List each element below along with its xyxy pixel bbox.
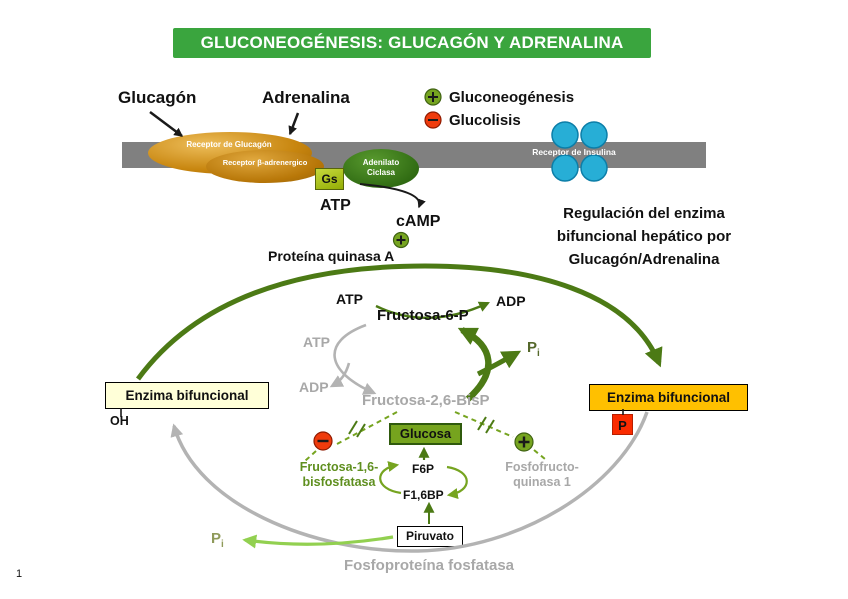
pfk2-adp-arrow: [329, 362, 351, 388]
piruvato-box: Piruvato: [397, 526, 463, 547]
break-mark-right-icon: [477, 416, 495, 434]
slide-title: GLUCONEOGÉNESIS: GLUCAGÓN Y ADRENALINA: [173, 28, 651, 58]
adenilato-line2: Ciclasa: [366, 168, 396, 177]
page-number: 1: [16, 568, 23, 580]
pfk2-gray-arrow: [333, 323, 377, 395]
f6p-to-f16bp-loop-arrow: [446, 465, 468, 499]
regulation-note: Regulación del enzima bifuncional hepáti…: [528, 202, 760, 271]
f16bp-label: F1,6BP: [403, 488, 444, 502]
f16bp-to-f6p-loop-arrow: [379, 461, 402, 495]
pfk1-activation-dash-2: [533, 449, 546, 460]
f26bp-to-pi-arrow: [476, 350, 522, 377]
receptor-insulina-label: Receptor de Insulina: [532, 147, 616, 157]
glucagon-label: Glucagón: [118, 88, 197, 107]
adenilato-line1: Adenilato: [362, 158, 400, 167]
adrenalina-label: Adrenalina: [262, 88, 350, 107]
adrenalina-arrow: [288, 112, 300, 136]
bifunctional-enzyme-p-box: Enzima bifuncional: [589, 384, 748, 411]
gs-protein-box: Gs: [315, 168, 344, 190]
adp-dark-label: ADP: [496, 293, 526, 309]
pi-top-base: P: [527, 339, 538, 356]
beta-adrenergic-receptor-shape: [206, 150, 324, 183]
adp-gray-label: ADP: [299, 379, 329, 395]
atp-signaling-label: ATP: [320, 197, 351, 214]
f26bp-inhibition-dash: [336, 411, 398, 445]
phosphatase-return-arc: [170, 411, 649, 553]
fructosa26bp-label: Fructosa-2,6-BisP: [362, 392, 490, 409]
camp-plus-icon: [392, 231, 410, 249]
pfk1-line1: Fosfofructo-: [505, 460, 579, 474]
receptor-beta-label: Receptor β-adrenergico: [222, 158, 308, 167]
pi-release-arrow: [242, 534, 394, 549]
legend-plus-icon: [424, 88, 442, 106]
atp-adp-coupled-arrow: [375, 301, 490, 319]
pi-bottom-label: Pi: [211, 530, 224, 551]
pfk1-label: Fosfofructo- quinasa 1: [492, 460, 592, 490]
legend-gluconeogenesis-label: Gluconeogénesis: [449, 89, 575, 106]
note-line3: Glucagón/Adrenalina: [568, 251, 720, 268]
pi-bottom-sub: i: [221, 539, 224, 550]
receptor-glucagon-label: Receptor de Glucagón: [186, 140, 272, 149]
pfk1-activation-dash: [454, 411, 514, 438]
pfk1-line2: quinasa 1: [513, 475, 571, 489]
fbpasa-line1: Fructosa-1,6-: [299, 460, 379, 474]
pi-top-label: Pi: [527, 339, 540, 360]
f26bp-inhibition-dash-2: [304, 450, 317, 462]
pka-phosphorylation-arc: [135, 263, 663, 381]
note-line1: Regulación del enzima: [563, 205, 725, 222]
fructosa6p-label: Fructosa-6-P: [377, 307, 469, 324]
atp-gray-label: ATP: [303, 334, 330, 350]
legend-glucolisis-label: Glucolisis: [449, 112, 521, 129]
pi-top-sub: i: [537, 348, 540, 359]
adenylate-cyclase-shape: Adenilato Ciclasa: [343, 149, 419, 188]
fbpasa-line2: bisfosfatasa: [302, 475, 376, 489]
f26bp-to-f6p-arrow: [457, 327, 492, 402]
adenilato-camp-arrow: [359, 183, 426, 209]
note-line2: bifuncional hepático por: [556, 228, 732, 245]
pka-label: Proteína quinasa A: [268, 248, 395, 264]
pfk1-plus-icon: [514, 432, 534, 452]
fbpasa-label: Fructosa-1,6- bisfosfatasa: [283, 460, 395, 490]
legend-minus-icon: [424, 111, 442, 129]
glucagon-arrow: [149, 111, 184, 137]
pi-bottom-base: P: [211, 530, 222, 547]
bifunctional-enzyme-oh-box: Enzima bifuncional: [105, 382, 269, 409]
fbpase-minus-icon: [313, 431, 333, 451]
glucosa-box: Glucosa: [389, 423, 462, 445]
f6p-label: F6P: [412, 462, 435, 476]
fosfatasa-label: Fosfoproteína fosfatasa: [344, 557, 515, 574]
camp-label: cAMP: [396, 213, 441, 230]
oh-label: OH: [110, 414, 129, 428]
atp-dark-label: ATP: [336, 291, 363, 307]
break-mark-left-icon: [348, 420, 366, 438]
insulin-receptor-icon: [551, 121, 608, 182]
